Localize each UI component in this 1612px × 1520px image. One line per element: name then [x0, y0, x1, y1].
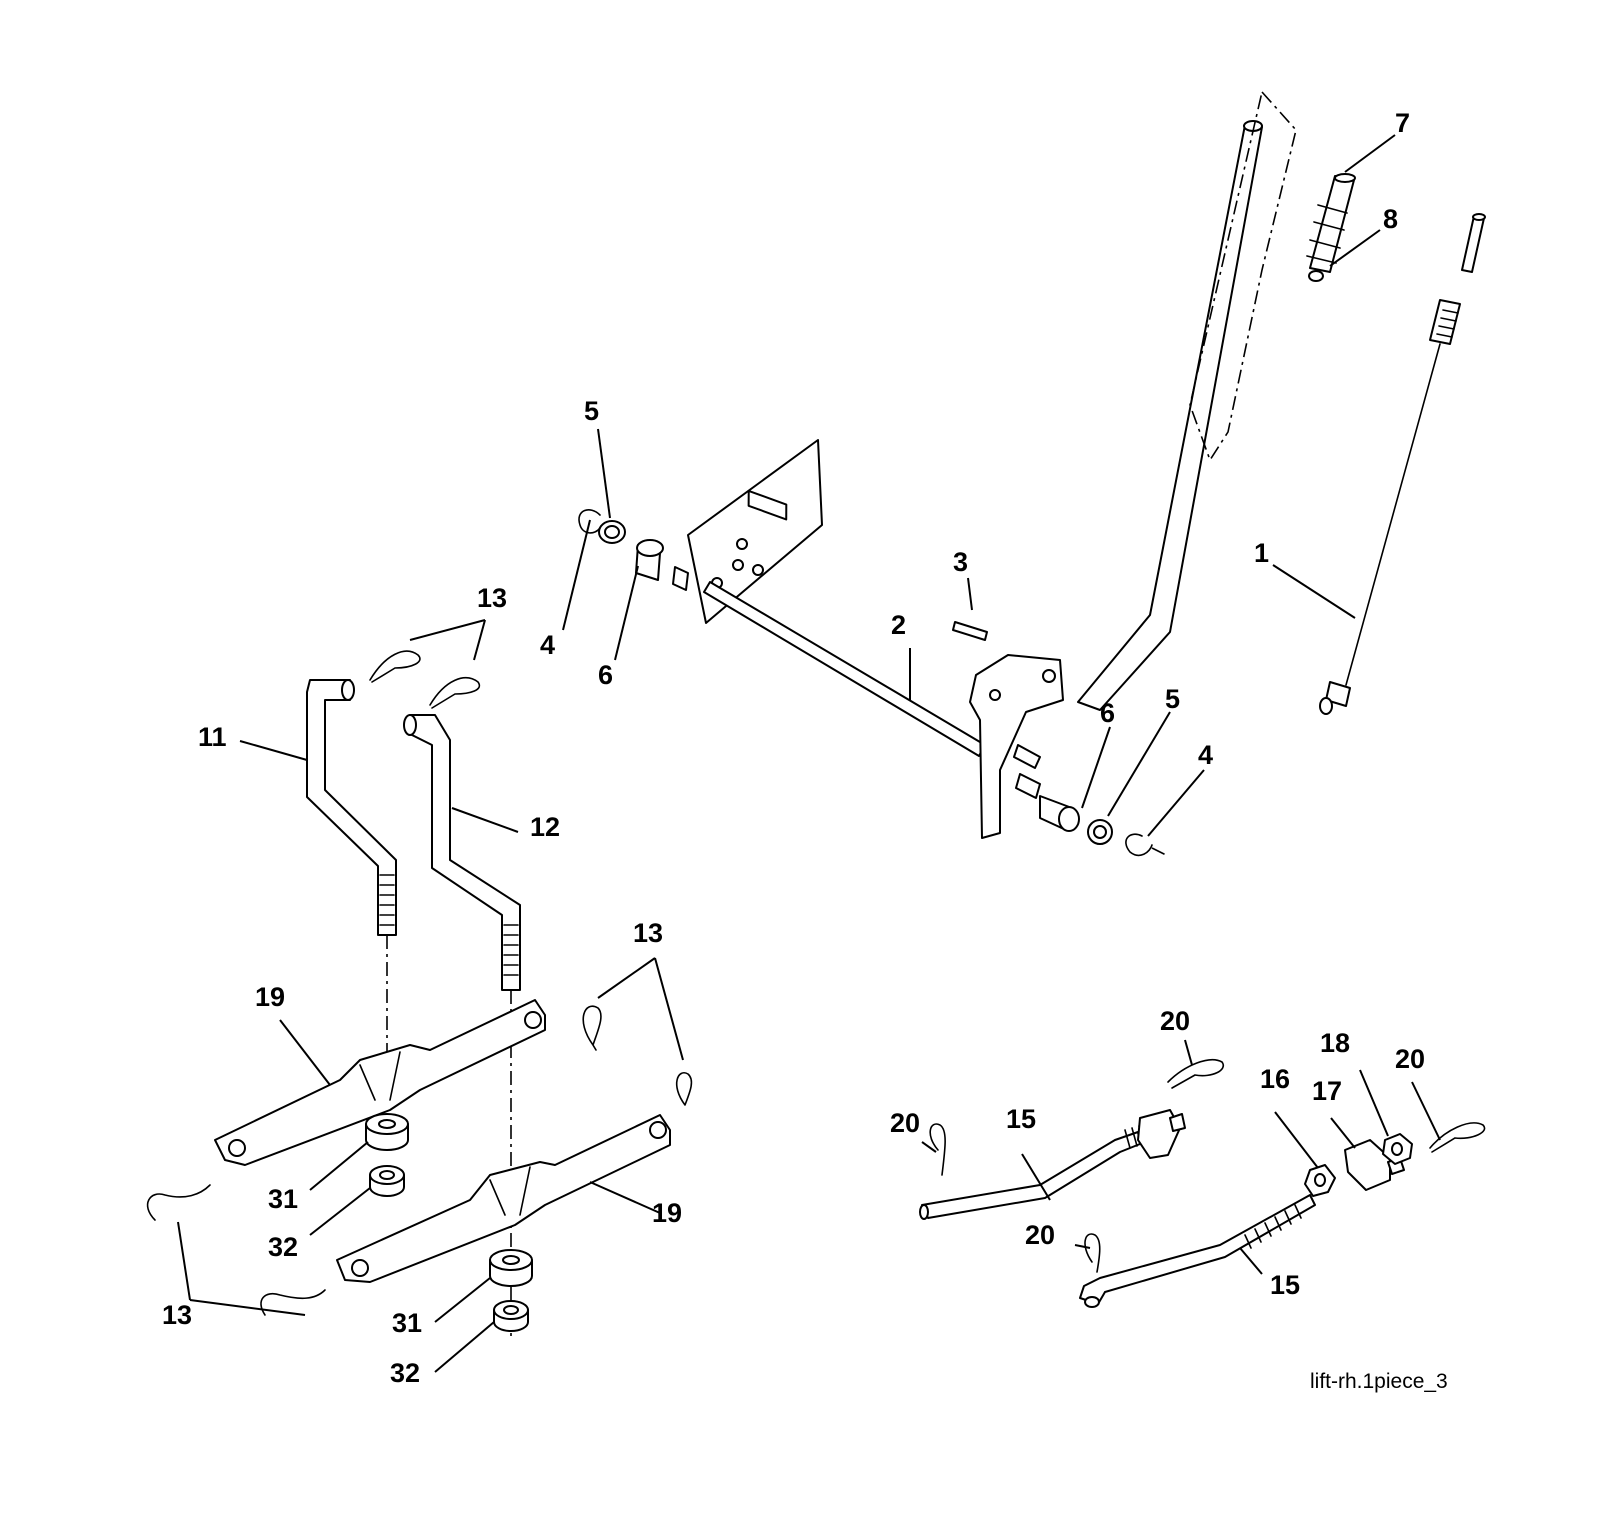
callout-7: 7	[1395, 108, 1410, 138]
handle-grip	[1306, 173, 1356, 273]
lift-cable	[1319, 213, 1486, 715]
callout-5-left: 5	[584, 396, 599, 426]
callout-3: 3	[953, 547, 968, 577]
jam-nut	[1304, 1164, 1336, 1197]
callout-12: 12	[530, 812, 560, 842]
callout-32-upper: 32	[268, 1232, 298, 1262]
callout-6-right: 6	[1100, 698, 1115, 728]
callout-16: 16	[1260, 1064, 1290, 1094]
hair-pin-upper-a	[369, 650, 421, 683]
adjustment-rod-lower	[1079, 1194, 1316, 1308]
lift-arm-lower	[336, 1114, 671, 1283]
callout-13-middle: 13	[633, 918, 663, 948]
grip-pin	[1308, 270, 1324, 282]
bushing-nut-lower	[489, 1249, 533, 1332]
hair-pin-mid-a	[582, 1005, 602, 1051]
bushing-right	[1015, 773, 1080, 832]
drawing-code: lift-rh.1piece_3	[1310, 1370, 1448, 1393]
callout-8: 8	[1383, 204, 1398, 234]
hair-pin-20-a	[929, 1123, 946, 1176]
washer-right	[1087, 819, 1113, 845]
callout-18: 18	[1320, 1028, 1350, 1058]
hair-pin-20-b	[1167, 1058, 1225, 1089]
callout-5-right: 5	[1165, 684, 1180, 714]
lift-lever-handle	[1077, 90, 1297, 711]
callout-20-lower: 20	[1025, 1220, 1055, 1250]
callout-20-right: 20	[1395, 1044, 1425, 1074]
callout-17: 17	[1312, 1076, 1342, 1106]
adjustment-rod-upper	[919, 1109, 1186, 1220]
bushing-nut-upper	[365, 1113, 409, 1197]
hair-pin-lower-b	[260, 1289, 326, 1316]
hair-pin-lower-a	[146, 1184, 211, 1221]
callout-6-left: 6	[598, 660, 613, 690]
callout-13-lower: 13	[162, 1300, 192, 1330]
leader-lines	[177, 134, 1441, 1373]
callout-15-lower: 15	[1270, 1270, 1300, 1300]
callout-4-right: 4	[1198, 740, 1213, 770]
callout-31-upper: 31	[268, 1184, 298, 1214]
lift-link-left	[306, 679, 397, 1060]
lift-arm-upper	[214, 999, 546, 1166]
washer-left	[598, 520, 626, 544]
callout-19-lower: 19	[652, 1198, 682, 1228]
callout-13-upper: 13	[477, 583, 507, 613]
callout-1: 1	[1254, 538, 1269, 568]
callout-19-upper: 19	[255, 982, 285, 1012]
bushing-left	[635, 539, 689, 591]
hair-pin-20-d	[1429, 1122, 1486, 1153]
hair-pin-20-c	[1084, 1233, 1101, 1273]
hair-pin-upper-b	[429, 677, 481, 709]
callout-20-upper: 20	[1160, 1006, 1190, 1036]
callout-4-left: 4	[540, 630, 555, 660]
callout-2: 2	[891, 610, 906, 640]
callout-20-left: 20	[890, 1108, 920, 1138]
retaining-clip-left	[578, 509, 601, 534]
callout-31-lower: 31	[392, 1308, 422, 1338]
callout-32-lower: 32	[390, 1358, 420, 1388]
callout-15-upper: 15	[1006, 1104, 1036, 1134]
lift-shaft-assembly	[687, 439, 1064, 839]
hair-pin-mid-b	[675, 1072, 693, 1106]
flange-nut	[1382, 1133, 1413, 1165]
retaining-clip-right	[1125, 833, 1167, 857]
roll-pin	[952, 621, 988, 641]
callout-11: 11	[198, 722, 227, 752]
